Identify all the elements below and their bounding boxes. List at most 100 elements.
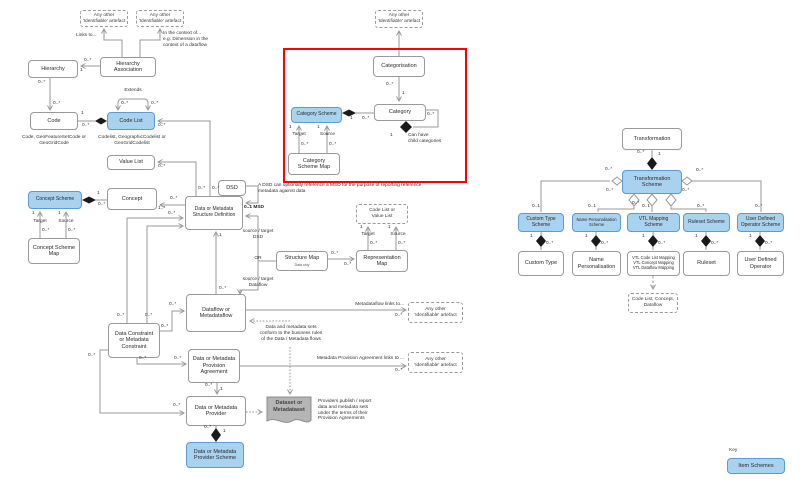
extends-label: Extends	[124, 88, 142, 93]
multiplicity-label: 1	[388, 225, 391, 230]
multiplicity-label: 1	[58, 211, 61, 216]
node-code: Code	[30, 112, 78, 130]
node-constraint: Data Constraint or Metadata Constraint	[108, 323, 160, 358]
multiplicity-label: 1	[317, 125, 320, 130]
mpa-links-label: Metadata Provision Agreement links to ..…	[316, 356, 404, 361]
structure-map-subtitle: Data only	[294, 262, 310, 267]
multiplicity-label: 1	[223, 429, 226, 434]
node-category-scheme-map: Category Scheme Map	[288, 153, 340, 175]
node-dsd-tag: DSD	[218, 180, 246, 196]
links-to-label: Links to...	[76, 33, 97, 38]
node-name-personalisation: Name Personalisation	[572, 251, 621, 276]
multiplicity-label: 0..*	[88, 353, 96, 358]
multiplicity-label: 0..*	[755, 204, 763, 209]
multiplicity-label: 0..*	[370, 241, 378, 246]
in-context-note: In the context of... e.g. Dimension in t…	[163, 31, 209, 48]
dsd-note: A DSD can optionally reference a MSD for…	[258, 183, 422, 194]
multiplicity-label: 1	[81, 111, 84, 116]
key-item-schemes-swatch: Item Schemes	[727, 458, 785, 474]
multiplicity-label: 1	[658, 152, 661, 157]
node-transformation: Transformation	[622, 128, 682, 150]
multiplicity-label: 0..*	[42, 228, 50, 233]
node-concept: Concept	[107, 188, 157, 210]
code-caption: Code, GeoFeatureSetCode or GeoGridCode	[22, 135, 86, 146]
multiplicity-label: 0..*	[386, 82, 394, 87]
node-code-list: Code List	[107, 112, 155, 130]
source-target-dataflow-label: source / target Dataflow	[242, 277, 274, 288]
node-provision-agreement: Data or Metadata Provision Agreement	[188, 349, 240, 383]
node-hierarchy: Hierarchy	[28, 60, 78, 78]
multiplicity-label: 0..*	[395, 313, 403, 318]
node-any-identifiable-cat: Any other 'Identifiable' artefact	[375, 10, 423, 28]
node-transformation-scheme: Transformation Scheme	[622, 170, 682, 194]
multiplicity-label: 0..*	[98, 202, 106, 207]
dataset-document-shape	[266, 396, 312, 423]
multiplicity-label: 0..*	[158, 123, 166, 128]
multiplicity-label: 0..*	[158, 164, 166, 169]
multiplicity-label: 0..*	[205, 383, 213, 388]
multiplicity-label: 1	[289, 125, 292, 130]
structure-map-label: Structure Map	[284, 255, 320, 262]
node-value-list: Value List	[107, 155, 155, 170]
node-vtl-mapping-scheme: VTL Mapping Scheme	[627, 213, 680, 232]
multiplicity-label: 0..*	[637, 150, 645, 155]
node-dataflow: Dataflow or Metadataflow	[186, 294, 246, 332]
node-dataset: Dataset or Metadataset	[266, 396, 312, 428]
multiplicity-label: 0..*	[204, 425, 212, 430]
multiplicity-label: 0..*	[151, 101, 159, 106]
target-label-cs: Target	[33, 219, 47, 224]
multiplicity-label: 1	[530, 234, 533, 239]
node-representation-map: Representation Map	[356, 250, 408, 272]
node-structure-map: Structure Map Data only	[276, 251, 328, 271]
can-have-children-note: Can have child categories	[408, 133, 442, 144]
multiplicity-label: 0..*	[219, 286, 227, 291]
multiplicity-label: 0..*	[606, 188, 614, 193]
multiplicity-label: 0..*	[395, 368, 403, 373]
conform-note: Data and metadata sets conform to the bu…	[259, 325, 323, 342]
dataset-label: Dataset or Metadataset	[273, 400, 305, 413]
multiplicity-label: 1	[360, 225, 363, 230]
multiplicity-label: 0..*	[169, 302, 177, 307]
node-categorisation: Categorisation	[373, 56, 425, 77]
multiplicity-label: 0..*	[601, 241, 609, 246]
node-concept-scheme: Concept Scheme	[28, 191, 82, 209]
multiplicity-label: 0..*	[117, 313, 125, 318]
node-category: Category	[374, 104, 426, 121]
multiplicity-label: 0..1	[588, 204, 597, 209]
multiplicity-label: 0..*	[121, 101, 129, 106]
node-any-identifiable-4: Any other 'Identifiable' artefact	[408, 352, 463, 373]
multiplicity-label: 1	[350, 116, 353, 121]
multiplicity-label: 1	[642, 234, 645, 239]
node-any-identifiable-3: Any other 'Identifiable' artefact	[408, 302, 463, 323]
multiplicity-label: 0..*	[398, 241, 406, 246]
multiplicity-label: 0..*	[301, 142, 309, 147]
multiplicity-label: 0..1	[532, 204, 541, 209]
multiplicity-label: 0..*	[84, 58, 92, 63]
multiplicity-label: 0..*	[682, 188, 690, 193]
target-label-cat: Target	[292, 132, 306, 137]
node-any-identifiable-1: Any other 'Identifiable' artefact	[80, 10, 128, 27]
or-label: OR	[254, 256, 262, 261]
multiplicity-label: 0..*	[344, 262, 352, 267]
node-code-concept-dataflow: Code List, Concept, Dataflow	[628, 293, 678, 313]
node-ruleset: Ruleset	[683, 251, 730, 276]
multiplicity-label: 0..*	[82, 123, 90, 128]
multiplicity-label: 0..*	[139, 356, 147, 361]
multiplicity-label: 0..1	[642, 204, 651, 209]
multiplicity-label: 1	[80, 68, 83, 73]
multiplicity-label: 0..*	[161, 324, 169, 329]
node-provider-scheme: Data or Metadata Provider Scheme	[186, 442, 244, 468]
multiplicity-label: 0..*	[331, 251, 339, 256]
multiplicity-label: 0..*	[546, 241, 554, 246]
multiplicity-label: 0..*	[173, 403, 181, 408]
multiplicity-label: 0..*	[711, 241, 719, 246]
node-category-scheme: Category Scheme	[291, 107, 342, 123]
multiplicity-label: 0..*	[329, 142, 337, 147]
multiplicity-label: 0..*	[427, 112, 435, 117]
multiplicity-label: 0..*	[145, 313, 153, 318]
multiplicity-label: 0..*	[765, 241, 773, 246]
source-target-dsd-label: source / target DSD	[242, 229, 274, 240]
node-udo-scheme: User Defined Operator Scheme	[737, 213, 784, 232]
multiplicity-label: 1	[219, 233, 222, 238]
